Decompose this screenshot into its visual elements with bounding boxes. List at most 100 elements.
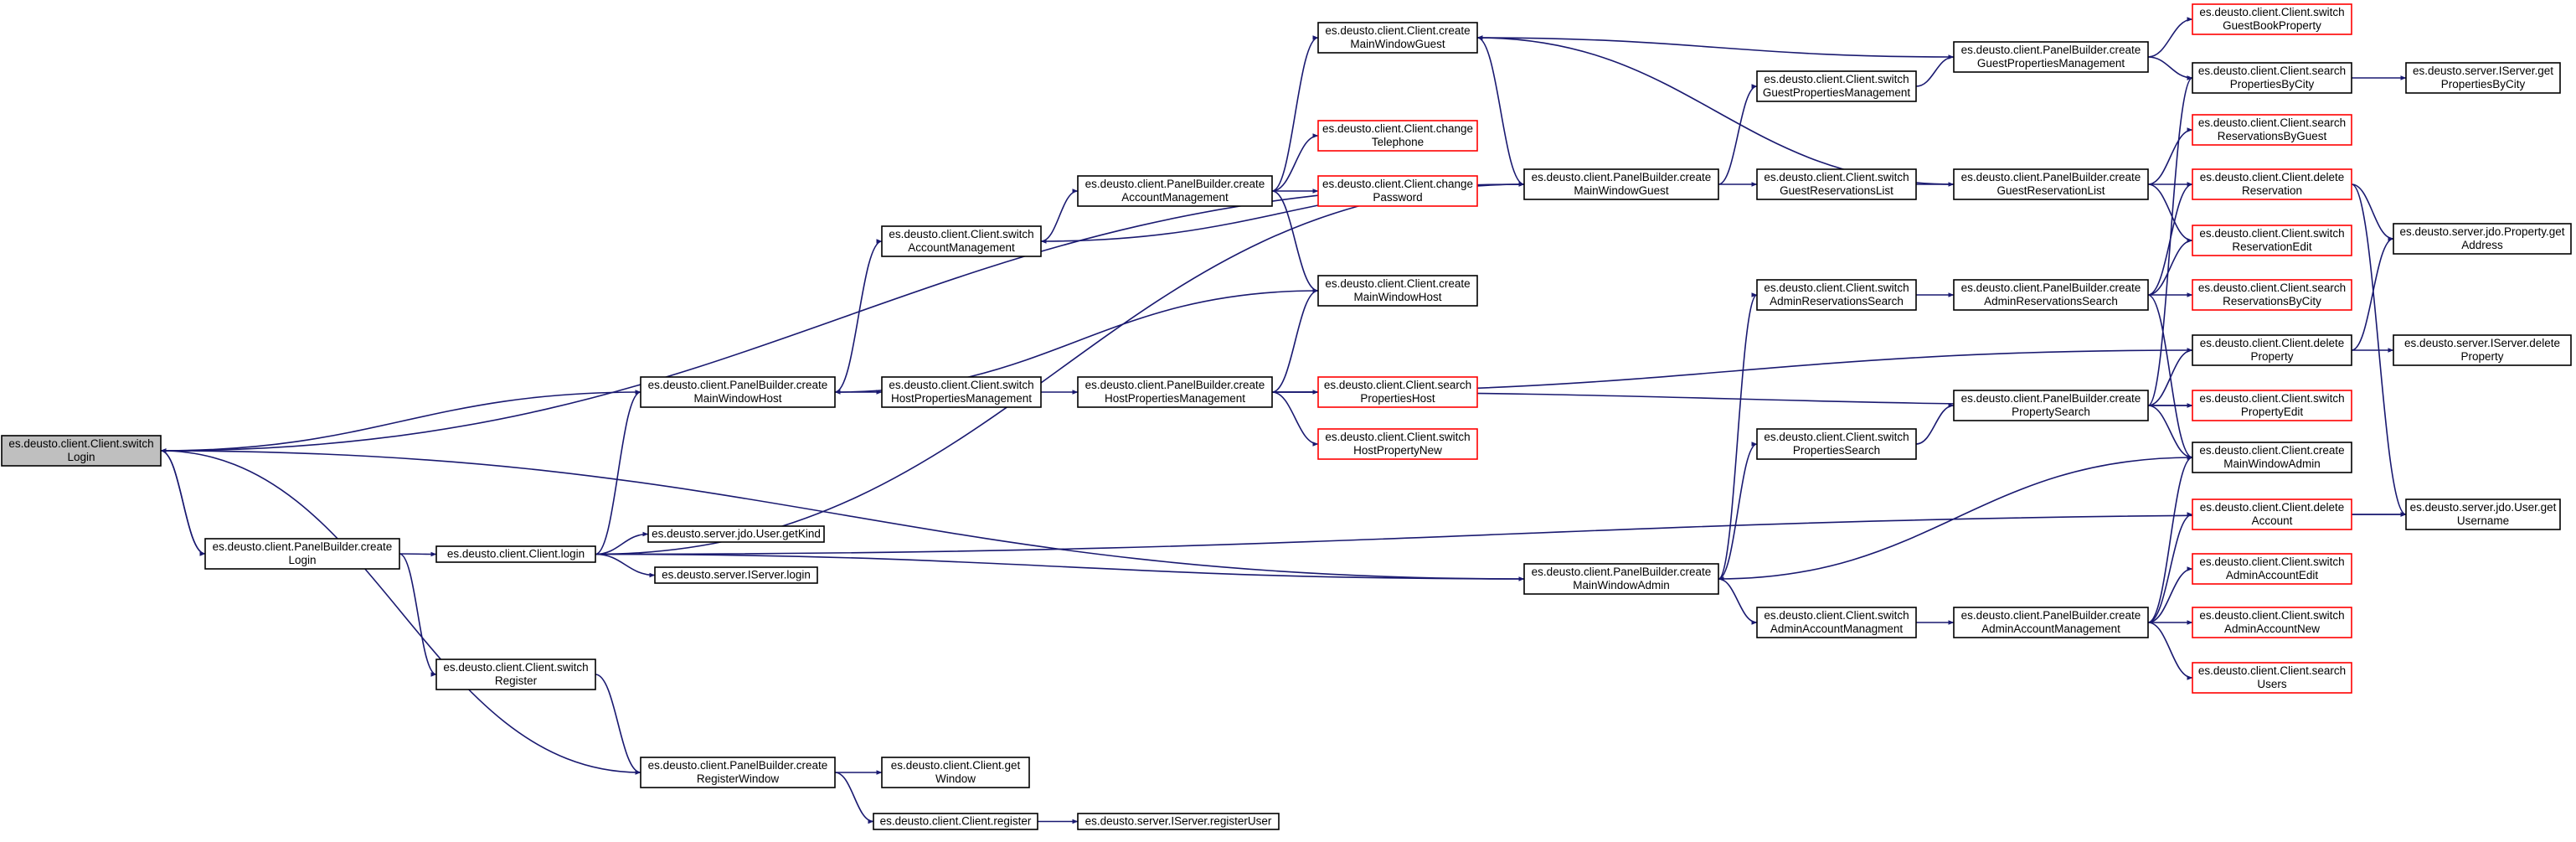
node-switch-properties-search[interactable]: es.deusto.client.Client.switchProperties… [1756, 428, 1917, 460]
node-label-line: AdminAccountManagment [1770, 622, 1904, 635]
node-switch-host-properties-management[interactable]: es.deusto.client.Client.switchHostProper… [881, 376, 1042, 408]
node-switch-host-property-new[interactable]: es.deusto.client.Client.switchHostProper… [1317, 428, 1478, 460]
node-label-line: es.deusto.client.PanelBuilder.create [1961, 609, 2141, 622]
node-pb-create-main-window-guest[interactable]: es.deusto.client.PanelBuilder.createMain… [1523, 168, 1719, 200]
node-search-reservations-by-guest[interactable]: es.deusto.client.Client.searchReservatio… [2192, 114, 2352, 146]
node-pb-create-admin-account-management[interactable]: es.deusto.client.PanelBuilder.createAdmi… [1953, 607, 2149, 638]
node-switch-guest-properties-management[interactable]: es.deusto.client.Client.switchGuestPrope… [1756, 70, 1917, 102]
node-box [1317, 120, 1478, 152]
node-label-line: es.deusto.client.Client.switch [2199, 609, 2344, 622]
node-client-create-main-window-guest[interactable]: es.deusto.client.Client.createMainWindow… [1317, 22, 1478, 54]
node-label-line: es.deusto.server.jdo.User.getKind [652, 528, 821, 540]
node-pb-create-main-window-admin[interactable]: es.deusto.client.PanelBuilder.createMain… [1523, 563, 1719, 595]
edge-pb-create-main-window-guest-to-switch-login [160, 183, 1525, 453]
edge-pb-create-admin-account-management-to-search-users [2147, 622, 2193, 680]
node-switch-admin-reservations-search[interactable]: es.deusto.client.Client.switchAdminReser… [1756, 279, 1917, 311]
node-label-line: Users [2257, 678, 2287, 690]
edge-arrow [2147, 455, 2193, 623]
node-pb-create-login[interactable]: es.deusto.client.PanelBuilder.createLogi… [204, 538, 400, 570]
node-box [2405, 498, 2561, 530]
node-switch-guest-reservations-list[interactable]: es.deusto.client.Client.switchGuestReser… [1756, 168, 1917, 200]
node-client-create-main-window-admin[interactable]: es.deusto.client.Client.createMainWindow… [2192, 442, 2352, 473]
node-search-properties-host[interactable]: es.deusto.client.Client.searchProperties… [1317, 376, 1478, 408]
node-label-line: es.deusto.client.Client.delete [2200, 171, 2345, 183]
node-label-line: HostPropertyNew [1353, 444, 1442, 457]
node-label-line: es.deusto.client.Client.search [2198, 282, 2346, 294]
node-label-line: es.deusto.client.PanelBuilder.create [1532, 171, 1712, 183]
node-pb-create-guest-reservation-list[interactable]: es.deusto.client.PanelBuilder.createGues… [1953, 168, 2149, 200]
node-box [2192, 498, 2352, 530]
node-switch-account-management[interactable]: es.deusto.client.Client.switchAccountMan… [881, 225, 1042, 257]
node-search-reservations-by-city[interactable]: es.deusto.client.Client.searchReservatio… [2192, 279, 2352, 311]
node-iserver-login[interactable]: es.deusto.server.IServer.login [654, 566, 818, 584]
node-box [1953, 390, 2149, 421]
node-label-line: es.deusto.client.Client.switch [1764, 171, 1909, 183]
node-label-line: es.deusto.client.Client.switch [889, 379, 1033, 391]
node-label-line: MainWindowGuest [1350, 38, 1445, 50]
node-label-line: es.deusto.server.jdo.Property.get [2399, 225, 2564, 238]
node-delete-reservation[interactable]: es.deusto.client.Client.deleteReservatio… [2192, 168, 2352, 200]
node-box [1756, 428, 1917, 460]
node-pb-create-account-management[interactable]: es.deusto.client.PanelBuilder.createAcco… [1077, 175, 1273, 207]
edge-pb-create-account-management-to-client-create-main-window-host [1271, 190, 1319, 293]
edge-arrow [1476, 35, 1955, 185]
node-label-line: es.deusto.client.PanelBuilder.create [1532, 566, 1712, 578]
node-switch-reservation-edit[interactable]: es.deusto.client.Client.switchReservatio… [2192, 225, 2352, 256]
node-label-line: MainWindowAdmin [2223, 457, 2321, 470]
node-switch-admin-account-new[interactable]: es.deusto.client.Client.switchAdminAccou… [2192, 607, 2352, 638]
edge-pb-create-guest-properties-management-to-client-create-main-window-guest [1476, 35, 1955, 58]
node-label-line: AdminAccountEdit [2226, 569, 2319, 581]
node-pb-create-host-properties-management[interactable]: es.deusto.client.PanelBuilder.createHost… [1077, 376, 1273, 408]
node-switch-guest-book-property[interactable]: es.deusto.client.Client.switchGuestBookP… [2192, 3, 2352, 35]
node-label-line: Reservation [2242, 184, 2302, 197]
node-pb-create-admin-reservations-search[interactable]: es.deusto.client.PanelBuilder.createAdmi… [1953, 279, 2149, 311]
node-client-login[interactable]: es.deusto.client.Client.login [435, 545, 596, 563]
node-label-line: es.deusto.client.Client.switch [1764, 431, 1909, 443]
edge-arrow [1271, 35, 1319, 192]
edge-arrow [595, 512, 2407, 555]
edge-pb-create-register-window-to-client-register [834, 772, 874, 824]
node-search-properties-by-city[interactable]: es.deusto.client.Client.searchProperties… [2192, 62, 2352, 94]
node-iserver-register-user[interactable]: es.deusto.server.IServer.registerUser [1077, 813, 1280, 830]
edge-arrow [595, 674, 641, 775]
node-iserver-get-properties-by-city[interactable]: es.deusto.server.IServer.getPropertiesBy… [2405, 62, 2561, 94]
edge-client-create-main-window-admin-to-pb-create-main-window-admin [1718, 457, 2193, 581]
node-label-line: es.deusto.client.Client.search [2198, 664, 2346, 677]
node-box [2192, 442, 2352, 473]
edge-pb-create-guest-reservation-list-to-client-create-main-window-guest [1476, 35, 1955, 185]
node-switch-property-edit[interactable]: es.deusto.client.Client.switchPropertyEd… [2192, 390, 2352, 421]
edge-arrow [1271, 133, 1319, 192]
node-box [881, 225, 1042, 257]
edge-arrow [595, 553, 656, 578]
node-label-line: PropertyEdit [2241, 406, 2304, 418]
edge-pb-create-admin-account-management-to-switch-admin-account-edit [2147, 566, 2193, 623]
node-switch-admin-account-managment[interactable]: es.deusto.client.Client.switchAdminAccou… [1756, 607, 1917, 638]
node-label-line: MainWindowHost [693, 392, 781, 405]
node-label-line: PropertiesHost [1360, 392, 1435, 405]
node-label-line: es.deusto.client.Client.create [2199, 444, 2344, 457]
node-pb-create-guest-properties-management[interactable]: es.deusto.client.PanelBuilder.createGues… [1953, 41, 2149, 73]
node-box [2393, 223, 2572, 255]
node-pb-create-main-window-host[interactable]: es.deusto.client.PanelBuilder.createMain… [640, 376, 836, 408]
node-pb-create-property-search[interactable]: es.deusto.client.PanelBuilder.createProp… [1953, 390, 2149, 421]
node-pb-create-register-window[interactable]: es.deusto.client.PanelBuilder.createRegi… [640, 757, 836, 788]
node-label-line: HostPropertiesManagement [1105, 392, 1245, 405]
node-client-register[interactable]: es.deusto.client.Client.register [873, 813, 1038, 830]
node-user-get-kind[interactable]: es.deusto.server.jdo.User.getKind [647, 525, 825, 543]
node-client-create-main-window-host[interactable]: es.deusto.client.Client.createMainWindow… [1317, 275, 1478, 307]
node-switch-admin-account-edit[interactable]: es.deusto.client.Client.switchAdminAccou… [2192, 553, 2352, 585]
edge-arrow [2147, 348, 2193, 406]
edge-arrow [1271, 391, 1319, 447]
node-box [1953, 41, 2149, 73]
